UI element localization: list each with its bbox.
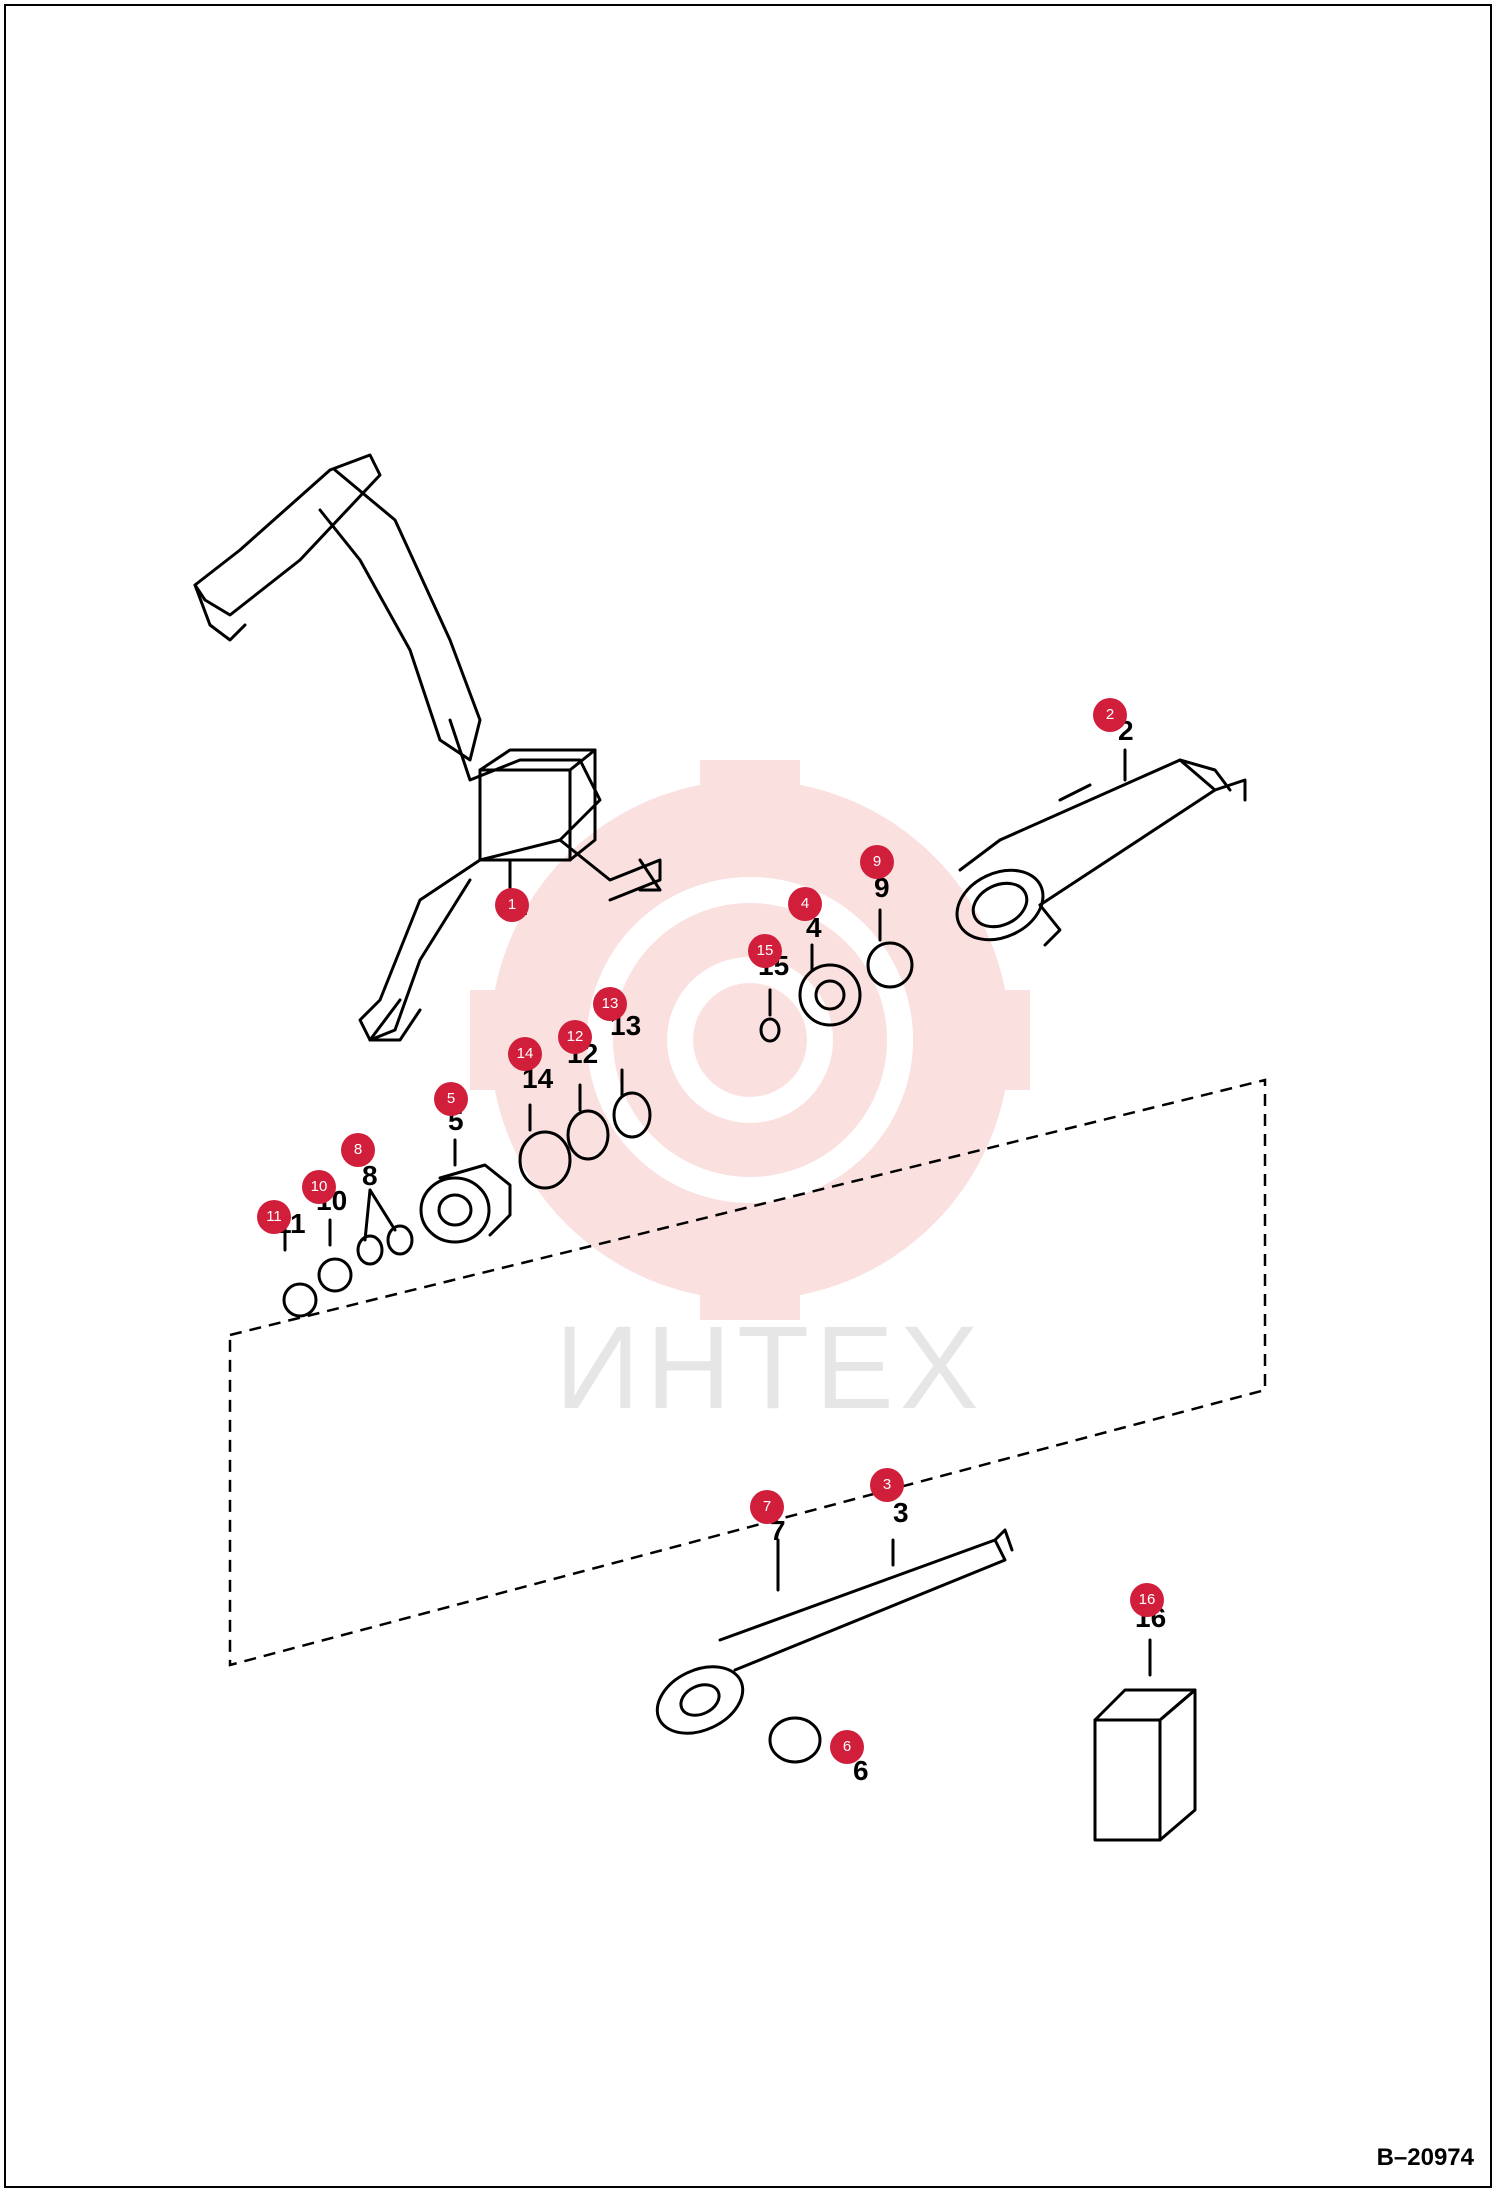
- ring-9: [866, 941, 914, 989]
- callout-13[interactable]: 13: [593, 987, 627, 1021]
- callout-6[interactable]: 6: [830, 1730, 864, 1764]
- cylinder-barrel: [955, 758, 1247, 947]
- watermark-text: ИНТЕХ: [555, 1302, 985, 1434]
- piston: [419, 1163, 512, 1244]
- callout-5[interactable]: 5: [434, 1082, 468, 1116]
- callout-14[interactable]: 14: [508, 1037, 542, 1071]
- drawing-frame: [4, 4, 1492, 2188]
- ring-10: [317, 1257, 353, 1293]
- ring-13: [612, 1091, 652, 1139]
- ring-11: [282, 1282, 318, 1318]
- part-label-9: 9: [874, 872, 890, 903]
- ring-14: [518, 1130, 572, 1190]
- callout-9[interactable]: 9: [860, 845, 894, 879]
- callout-15[interactable]: 15: [748, 934, 782, 968]
- callout-12[interactable]: 12: [558, 1020, 592, 1054]
- callout-1[interactable]: 1: [495, 888, 529, 922]
- callout-2[interactable]: 2: [1093, 698, 1127, 732]
- part-label-7: 7: [770, 1515, 786, 1546]
- callout-10[interactable]: 10: [302, 1170, 336, 1204]
- ring-8a: [356, 1234, 384, 1266]
- piston-rod: [655, 1528, 1014, 1735]
- boom-arm-assembly: [193, 453, 662, 1042]
- ring-12: [566, 1109, 610, 1161]
- callout-7[interactable]: 7: [750, 1490, 784, 1524]
- callout-8[interactable]: 8: [341, 1133, 375, 1167]
- seal-kit-box: [1093, 1688, 1197, 1842]
- part-label-6: 6: [853, 1755, 869, 1786]
- callout-16[interactable]: 16: [1130, 1583, 1164, 1617]
- callout-4[interactable]: 4: [788, 887, 822, 921]
- part-label-3: 3: [893, 1497, 909, 1528]
- part-label-8: 8: [362, 1160, 378, 1191]
- gland: [798, 963, 862, 1027]
- callout-3[interactable]: 3: [870, 1468, 904, 1502]
- bushing: [768, 1716, 822, 1764]
- callout-11[interactable]: 11: [257, 1200, 291, 1234]
- ring-15: [759, 1017, 781, 1043]
- ring-8b: [386, 1224, 414, 1256]
- drawing-code: B–20974: [1376, 2144, 1474, 2171]
